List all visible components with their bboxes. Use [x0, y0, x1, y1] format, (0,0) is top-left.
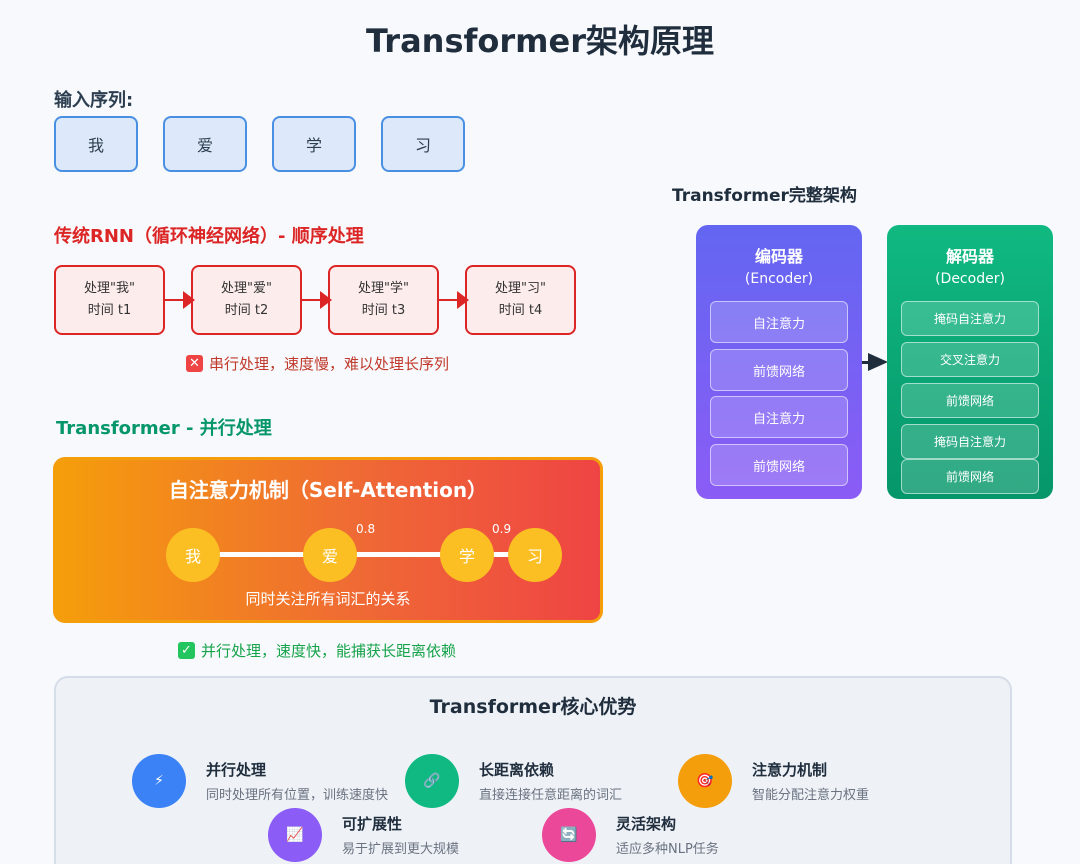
refresh-icon: 🔄 [542, 808, 596, 862]
rnn-step: 处理"学" 时间 t3 [328, 265, 439, 335]
advantage-name: 可扩展性 [342, 815, 403, 833]
rnn-step: 处理"爱" 时间 t2 [191, 265, 302, 335]
encoder-layer: 自注意力 [710, 396, 848, 438]
advantage-name: 并行处理 [206, 761, 267, 779]
check-icon: ✓ [178, 642, 195, 659]
advantage-item: 📈 可扩展性 易于扩展到更大规模 [268, 808, 459, 862]
rnn-arrow [165, 291, 195, 309]
advantage-item: 🔗 长距离依赖 直接连接任意距离的词汇 [405, 754, 622, 808]
rnn-step-time: 时间 t3 [361, 303, 406, 318]
encoder-layer: 自注意力 [710, 301, 848, 343]
cross-icon: ✕ [186, 355, 203, 372]
self-attention-panel: 自注意力机制（Self-Attention） 我 爱 学 习 0.8 0.9 同… [53, 457, 603, 623]
attention-connection-line [192, 552, 536, 557]
link-icon: 🔗 [405, 754, 459, 808]
rnn-step-time: 时间 t1 [87, 303, 132, 318]
input-token: 我 [54, 116, 138, 172]
rnn-arrow [439, 291, 469, 309]
decoder-layer: 前馈网络 [901, 459, 1039, 494]
advantage-name: 灵活架构 [616, 815, 677, 833]
target-icon: 🎯 [678, 754, 732, 808]
rnn-step-action: 处理"习" [495, 281, 546, 296]
advantage-item: 🔄 灵活架构 适应多种NLP任务 [542, 808, 719, 862]
decoder-layer: 掩码自注意力 [901, 424, 1039, 459]
decoder-stack: 解码器 (Decoder) 掩码自注意力 交叉注意力 前馈网络 掩码自注意力 前… [887, 225, 1053, 499]
advantage-desc: 适应多种NLP任务 [616, 842, 719, 857]
decoder-header: 解码器 (Decoder) [887, 243, 1053, 287]
attention-caption: 同时关注所有词汇的关系 [245, 590, 411, 608]
rnn-step-action: 处理"爱" [221, 281, 272, 296]
transformer-note-text: 并行处理，速度快，能捕获长距离依赖 [201, 642, 457, 660]
decoder-layer: 前馈网络 [901, 383, 1039, 418]
advantage-name: 注意力机制 [752, 761, 828, 779]
advantages-title: Transformer核心优势 [429, 696, 637, 718]
advantage-desc: 同时处理所有位置，训练速度快 [206, 788, 389, 803]
encoder-header: 编码器 (Encoder) [696, 243, 862, 287]
attention-node: 习 [508, 528, 562, 582]
decoder-layer: 掩码自注意力 [901, 301, 1039, 336]
input-sequence-label: 输入序列: [54, 90, 134, 111]
advantage-item: ⚡ 并行处理 同时处理所有位置，训练速度快 [132, 754, 388, 808]
encoder-layer: 前馈网络 [710, 349, 848, 391]
lightning-icon: ⚡ [132, 754, 186, 808]
encoder-stack: 编码器 (Encoder) 自注意力 前馈网络 自注意力 前馈网络 [696, 225, 862, 499]
rnn-step-row: 处理"我" 时间 t1 处理"爱" 时间 t2 处理"学" 时间 t3 处理"习… [54, 265, 576, 335]
transformer-benefit-note: ✓ 并行处理，速度快，能捕获长距离依赖 [178, 640, 456, 661]
attention-weight: 0.8 [356, 522, 376, 536]
advantage-desc: 易于扩展到更大规模 [342, 842, 460, 857]
architecture-title: Transformer完整架构 [672, 186, 857, 206]
arrow-head-icon [868, 353, 888, 371]
input-token-row: 我 爱 学 习 [54, 116, 465, 172]
transformer-section-label: Transformer - 并行处理 [56, 418, 272, 439]
rnn-step: 处理"习" 时间 t4 [465, 265, 576, 335]
decoder-layer: 交叉注意力 [901, 342, 1039, 377]
encoder-layer: 前馈网络 [710, 444, 848, 486]
decoder-subtitle: (Decoder) [935, 271, 1005, 287]
attention-node: 爱 [303, 528, 357, 582]
advantage-desc: 直接连接任意距离的词汇 [479, 788, 623, 803]
attention-node: 学 [440, 528, 494, 582]
rnn-step: 处理"我" 时间 t1 [54, 265, 165, 335]
input-token: 习 [381, 116, 465, 172]
rnn-arrow [302, 291, 332, 309]
attention-title: 自注意力机制（Self-Attention） [168, 478, 488, 502]
decoder-name: 解码器 [945, 247, 994, 266]
rnn-step-action: 处理"学" [358, 281, 409, 296]
attention-weight: 0.9 [492, 522, 512, 536]
chart-up-icon: 📈 [268, 808, 322, 862]
input-token: 爱 [163, 116, 247, 172]
input-token: 学 [272, 116, 356, 172]
encoder-name: 编码器 [754, 247, 803, 266]
rnn-note-text: 串行处理，速度慢，难以处理长序列 [209, 355, 450, 373]
advantage-desc: 智能分配注意力权重 [752, 788, 870, 803]
rnn-step-time: 时间 t4 [498, 303, 543, 318]
rnn-drawback-note: ✕ 串行处理，速度慢，难以处理长序列 [186, 353, 449, 374]
encoder-subtitle: (Encoder) [744, 271, 814, 287]
advantage-item: 🎯 注意力机制 智能分配注意力权重 [678, 754, 869, 808]
rnn-step-time: 时间 t2 [224, 303, 269, 318]
rnn-step-action: 处理"我" [84, 281, 135, 296]
advantages-panel: Transformer核心优势 ⚡ 并行处理 同时处理所有位置，训练速度快 🔗 … [54, 676, 1012, 864]
page-title: Transformer架构原理 [365, 22, 715, 60]
attention-node: 我 [166, 528, 220, 582]
rnn-section-label: 传统RNN（循环神经网络）- 顺序处理 [54, 226, 364, 247]
advantage-name: 长距离依赖 [479, 761, 555, 779]
